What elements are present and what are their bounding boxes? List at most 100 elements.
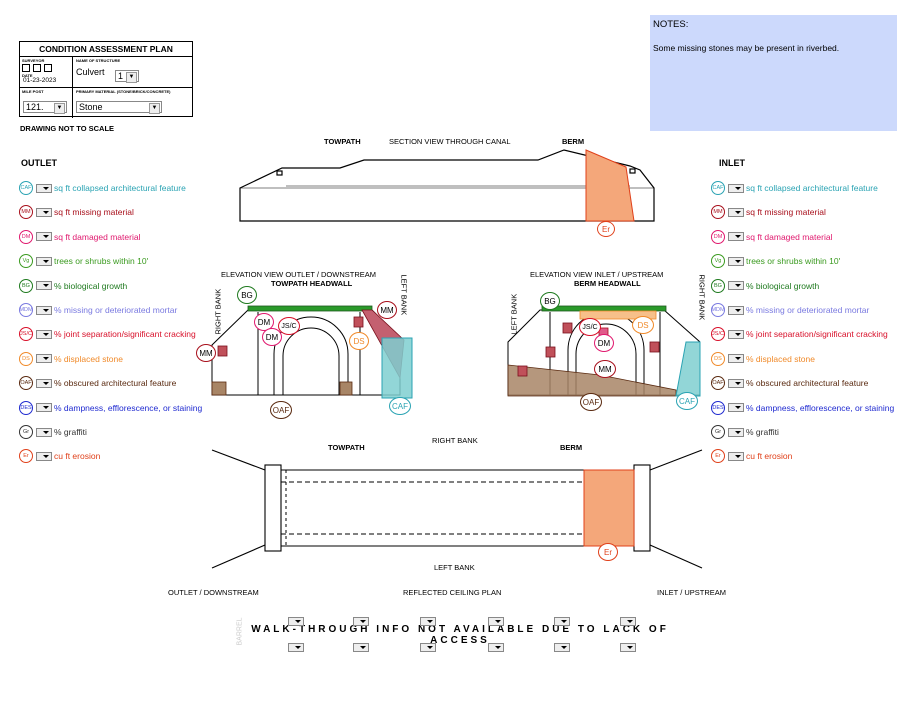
legend-label: % joint separation/significant cracking (54, 329, 196, 340)
legend-quantity-select[interactable] (36, 232, 52, 242)
legend-quantity-select[interactable] (36, 207, 52, 217)
marker-caf-inlet[interactable]: CAF (676, 392, 698, 410)
legend-symbol: CAF (19, 181, 33, 195)
marker-mm-outlet[interactable]: MM (196, 344, 216, 362)
walk-dropdown[interactable] (554, 617, 570, 626)
marker-dm-inlet[interactable]: DM (594, 334, 614, 352)
inlet-elev-title: ELEVATION VIEW INLET / UPSTREAM (530, 270, 664, 279)
marker-oaf-outlet[interactable]: OAF (270, 401, 292, 419)
marker-oaf-inlet[interactable]: OAF (580, 393, 602, 411)
walk-dropdown[interactable] (620, 643, 636, 652)
notes-panel[interactable]: NOTES: Some missing stones may be presen… (650, 15, 897, 131)
marker-ds-outlet[interactable]: DS (349, 332, 369, 350)
legend-label: trees or shrubs within 10' (746, 256, 841, 267)
marker-bg-inlet[interactable]: BG (540, 292, 560, 310)
inlet-missing-3 (649, 341, 660, 353)
outlet-missing-stone-2 (353, 316, 364, 328)
marker-caf-outlet[interactable]: CAF (389, 397, 411, 415)
legend-symbol: Gr (711, 425, 725, 439)
legend-quantity-select[interactable] (728, 207, 744, 217)
outlet-heading: OUTLET (21, 158, 57, 168)
milepost-select[interactable]: 121.▼ (23, 101, 67, 114)
legend-quantity-select[interactable] (36, 329, 52, 339)
legend-quantity-select[interactable] (728, 183, 744, 193)
legend-quantity-select[interactable] (728, 232, 744, 242)
date-value[interactable]: 01-23-2023 (23, 77, 57, 84)
legend-label: % obscured architectural feature (746, 378, 869, 389)
marker-jsc-inlet[interactable]: JS/C (579, 318, 601, 336)
legend-quantity-select[interactable] (728, 403, 744, 413)
legend-row: OAF% obscured architectural feature (19, 375, 176, 391)
walk-dropdown[interactable] (288, 643, 304, 652)
marker-bg-outlet[interactable]: BG (237, 286, 257, 304)
walk-dropdown[interactable] (488, 643, 504, 652)
legend-quantity-select[interactable] (728, 354, 744, 364)
marker-jsc-outlet[interactable]: JS/C (278, 317, 300, 335)
legend-symbol: Vg (19, 254, 33, 269)
walk-dropdown[interactable] (353, 643, 369, 652)
legend-quantity-select[interactable] (36, 354, 52, 364)
legend-symbol: OAF (19, 376, 33, 391)
legend-symbol: Gr (19, 425, 33, 439)
walk-dropdown[interactable] (353, 617, 369, 626)
marker-mm-outlet-2[interactable]: MM (377, 301, 397, 319)
outlet-collapse (381, 337, 413, 399)
marker-mm-inlet[interactable]: MM (594, 360, 616, 378)
legend-symbol: DS (711, 351, 725, 366)
legend-label: sq ft damaged material (746, 231, 833, 242)
walk-dropdown[interactable] (288, 617, 304, 626)
legend-quantity-select[interactable] (728, 378, 744, 388)
legend-row: BG% biological growth (711, 278, 819, 294)
walk-dropdown[interactable] (420, 617, 436, 626)
legend-symbol: CAF (711, 181, 725, 195)
legend-row: DS% displaced stone (19, 351, 123, 367)
legend-label: % missing or deteriorated mortar (746, 305, 870, 315)
material-select[interactable]: Stone▼ (76, 101, 162, 114)
notes-body: Some missing stones may be present in ri… (653, 43, 840, 53)
legend-quantity-select[interactable] (728, 256, 744, 266)
legend-symbol: BG (711, 278, 725, 293)
barrel-label: BARREL (236, 617, 244, 646)
section-berm: BERM (562, 137, 585, 146)
legend-symbol: DM (711, 229, 725, 244)
legend-quantity-select[interactable] (728, 427, 744, 437)
walk-dropdown[interactable] (488, 617, 504, 626)
legend-quantity-select[interactable] (728, 305, 744, 315)
legend-label: % joint separation/significant cracking (746, 329, 888, 340)
legend-quantity-select[interactable] (728, 329, 744, 339)
legend-quantity-select[interactable] (36, 403, 52, 413)
legend-quantity-select[interactable] (36, 256, 52, 266)
marker-er-ceiling[interactable]: Er (598, 543, 618, 561)
legend-quantity-select[interactable] (728, 451, 744, 461)
legend-row: DS% displaced stone (711, 351, 815, 367)
plan-towpath: TOWPATH (328, 443, 365, 452)
structure-number-select[interactable]: 1▼ (115, 70, 139, 83)
inlet-headwall: BERM HEADWALL (574, 279, 641, 288)
legend-quantity-select[interactable] (36, 281, 52, 291)
legend-row: DM sq ft damaged material (711, 229, 832, 245)
surveyor-checkboxes[interactable] (22, 64, 52, 72)
marker-ds-inlet[interactable]: DS (632, 316, 654, 334)
legend-quantity-select[interactable] (36, 451, 52, 461)
walk-dropdown[interactable] (620, 617, 636, 626)
legend-symbol: JS/C (19, 327, 33, 342)
section-towpath: TOWPATH (324, 137, 361, 146)
legend-symbol: DES (19, 400, 33, 415)
legend-quantity-select[interactable] (36, 305, 52, 315)
marker-dm-outlet-2[interactable]: DM (262, 328, 282, 346)
walk-dropdown[interactable] (554, 643, 570, 652)
legend-quantity-select[interactable] (36, 378, 52, 388)
legend-quantity-select[interactable] (728, 281, 744, 291)
walk-dropdown[interactable] (420, 643, 436, 652)
legend-label: % displaced stone (54, 353, 123, 364)
legend-quantity-select[interactable] (36, 427, 52, 437)
legend-quantity-select[interactable] (36, 183, 52, 193)
marker-er-section[interactable]: Er (597, 221, 615, 237)
legend-row: DES% dampness, efflorescence, or stainin… (19, 400, 202, 416)
outlet-elev-title: ELEVATION VIEW OUTLET / DOWNSTREAM (221, 270, 377, 279)
